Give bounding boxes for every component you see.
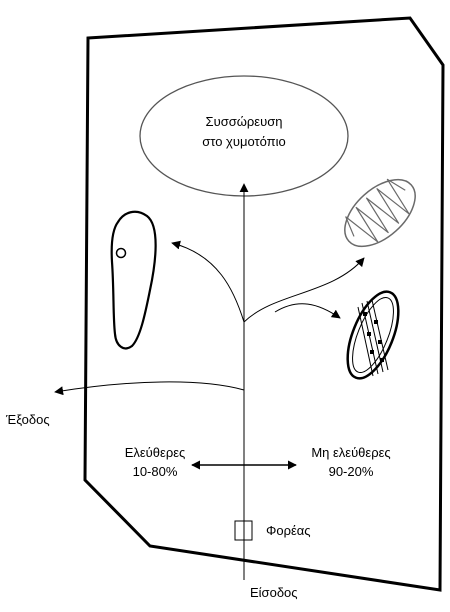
bound-label-line2: 90-20% [329, 464, 374, 479]
cell-wall [85, 18, 443, 590]
vacuole-label-line2: στο χυμοτόπιο [202, 134, 286, 149]
exit-label: Έξοδος [5, 412, 50, 427]
bound-label-line1: Μη ελεύθερες [311, 445, 390, 460]
arrow-to-mitochondrion [244, 258, 364, 322]
vacuole-label-line1: Συσσώρευση [206, 114, 283, 129]
mitochondrion [333, 167, 428, 259]
free-label-line1: Ελεύθερες [125, 445, 186, 460]
arrow-to-chloroplast [275, 304, 340, 318]
nucleus [112, 212, 156, 349]
free-label-line2: 10-80% [133, 464, 178, 479]
arrow-to-nucleus [172, 243, 244, 322]
carrier-label: Φορέας [266, 523, 311, 538]
nucleolus [117, 249, 126, 258]
entry-label: Είσοδος [250, 585, 298, 600]
arrow-to-exit [55, 382, 244, 392]
chloroplast [337, 285, 409, 385]
